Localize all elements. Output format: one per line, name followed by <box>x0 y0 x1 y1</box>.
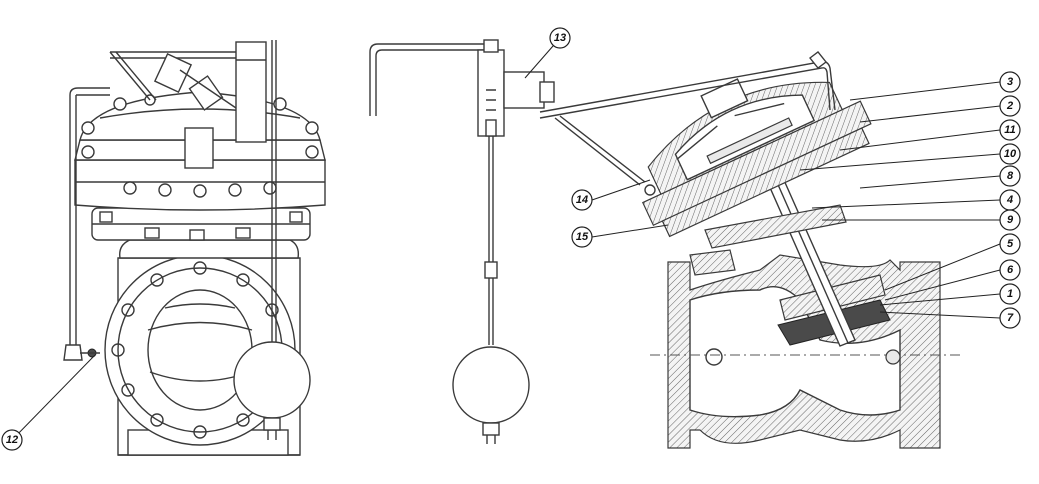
callout-13-label: 13 <box>554 32 566 44</box>
lower-flange-nuts <box>99 211 303 241</box>
callout-7-label: 7 <box>1007 312 1014 324</box>
callout-1-label: 1 <box>1007 288 1013 300</box>
callout-9-label: 9 <box>1007 214 1014 226</box>
callout-15-label: 15 <box>576 231 589 243</box>
float-pilot-view <box>369 39 555 444</box>
callout-10-label: 10 <box>1004 148 1017 160</box>
callout-3: 3 <box>999 71 1021 93</box>
callout-15: 15 <box>571 226 593 248</box>
callout-4: 4 <box>999 189 1021 211</box>
callout-11-label: 11 <box>1004 124 1015 136</box>
callout-11: 11 <box>999 119 1021 141</box>
callout-5: 5 <box>999 233 1021 255</box>
callout-5-label: 5 <box>1007 238 1014 250</box>
front-view <box>63 40 326 456</box>
callout-8-label: 8 <box>1007 170 1014 182</box>
callout-14: 14 <box>571 189 593 211</box>
callout-2: 2 <box>999 95 1021 117</box>
callout-1: 1 <box>999 283 1021 305</box>
callout-14-label: 14 <box>576 194 588 206</box>
callout-6-label: 6 <box>1007 264 1014 276</box>
callout-2-label: 2 <box>1006 100 1013 112</box>
callout-12: 12 <box>1 429 23 451</box>
callout-13: 13 <box>549 27 571 49</box>
callouts: 12 13 14 15 3 2 11 10 <box>1 27 1021 451</box>
callout-3-label: 3 <box>1007 76 1013 88</box>
callout-7: 7 <box>999 307 1021 329</box>
callout-6: 6 <box>999 259 1021 281</box>
callout-9: 9 <box>999 209 1021 231</box>
section-view <box>539 51 960 449</box>
callout-8: 8 <box>999 165 1021 187</box>
bonnet-bolts <box>81 94 319 198</box>
callout-10: 10 <box>999 143 1021 165</box>
callout-4-label: 4 <box>1006 194 1013 206</box>
callout-12-label: 12 <box>6 434 18 446</box>
